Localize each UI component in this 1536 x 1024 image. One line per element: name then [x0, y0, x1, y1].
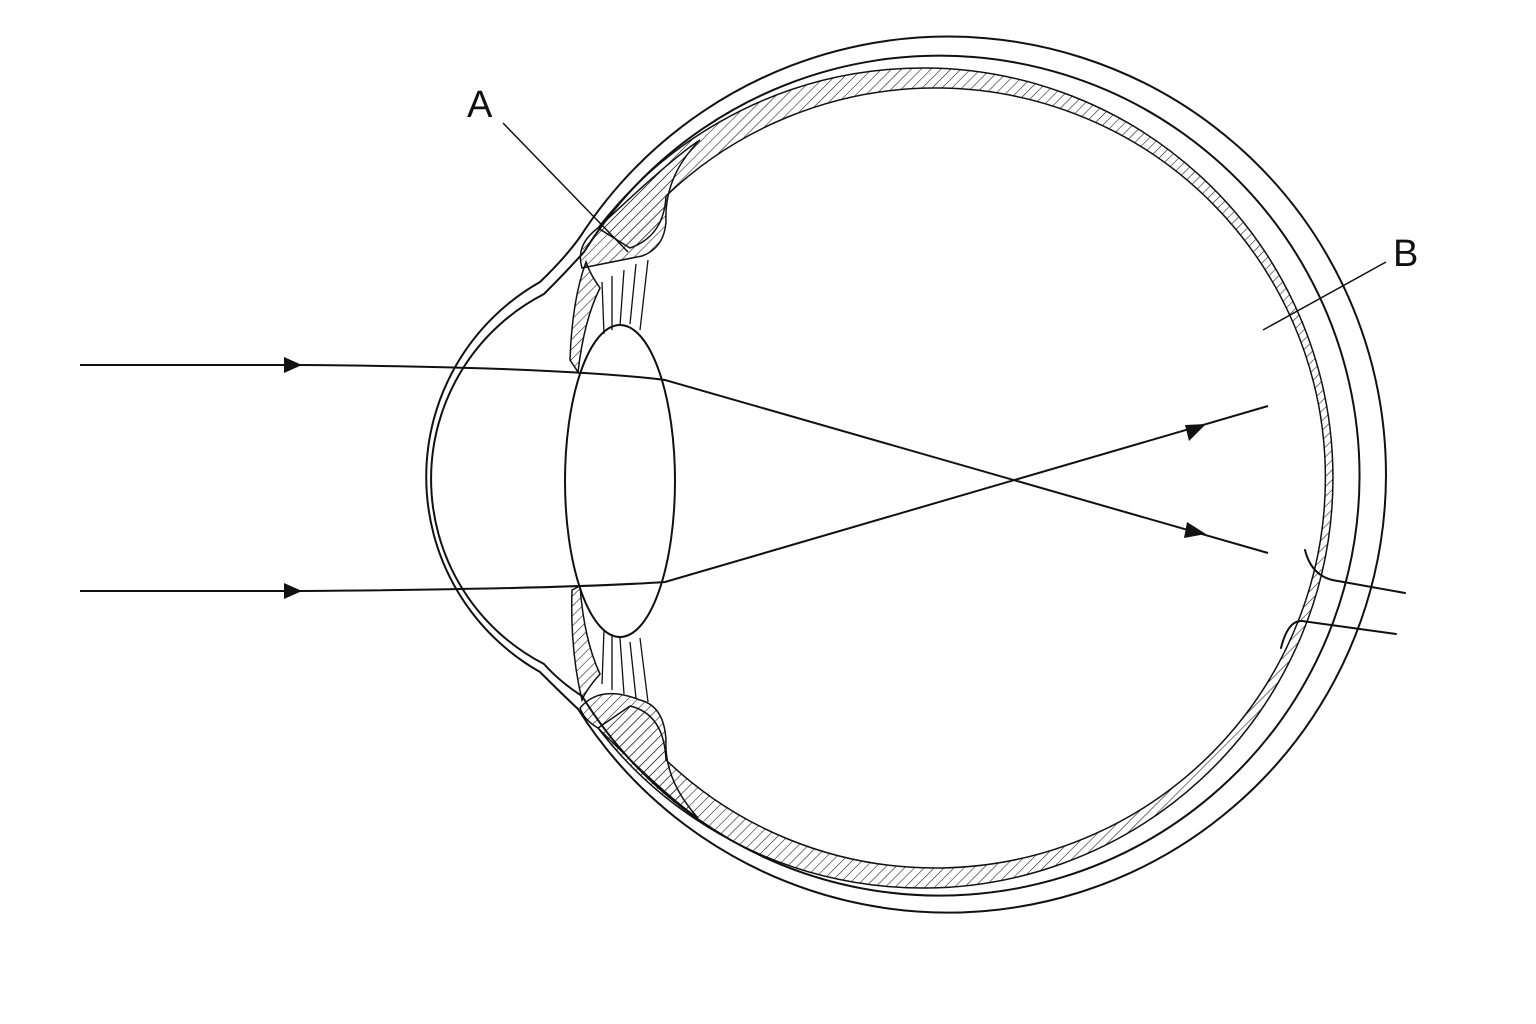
- lens: [564, 324, 676, 638]
- choroid-retina-layer: [596, 67, 1334, 889]
- suspensory-ligaments-bottom: [601, 629, 649, 703]
- iris-bottom: [570, 584, 601, 703]
- label-b-leader-line: [1262, 261, 1387, 331]
- label-a-group: A: [467, 84, 629, 253]
- iris-top: [569, 259, 601, 375]
- ciliary-body-bottom: [579, 692, 699, 819]
- light-ray-bottom: [80, 405, 1269, 599]
- sclera: [425, 35, 1387, 914]
- suspensory-ligaments-top: [601, 259, 649, 335]
- label-a: A: [467, 84, 493, 126]
- ciliary-body-top: [579, 139, 701, 269]
- label-b-group: B: [1262, 233, 1418, 331]
- label-a-leader-line: [502, 122, 629, 253]
- label-b: B: [1393, 233, 1418, 275]
- light-ray-top: [80, 357, 1269, 554]
